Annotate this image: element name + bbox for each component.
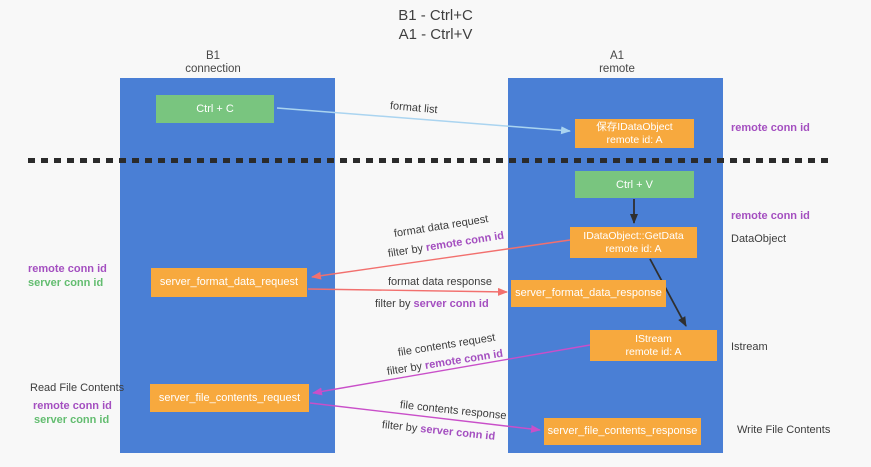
filter-by-text: filter by — [386, 360, 426, 378]
server-format-data-request-box: server_format_data_request — [151, 268, 307, 297]
right-remote-conn-id-top: remote conn id — [731, 122, 810, 134]
server-conn-id-text: server conn id — [419, 423, 496, 443]
format-list-label: format list — [389, 100, 439, 117]
right-column-name: A1 — [609, 50, 625, 62]
format-data-response-filter-label: filter by server conn id — [375, 298, 489, 310]
diagram-title: B1 - Ctrl+C A1 - Ctrl+V — [0, 6, 871, 44]
right-istream-label: Istream — [731, 341, 768, 353]
filter-by-text: filter by — [375, 298, 414, 310]
ctrl-c-box: Ctrl + C — [156, 95, 274, 123]
file-contents-response-filter-label: filter by server conn id — [381, 419, 495, 443]
save-dataobject-box: 保存IDataObject remote id: A — [575, 119, 694, 148]
left-column-role: connection — [185, 63, 241, 75]
phase-divider-dashed-line — [28, 158, 830, 163]
left-remote-conn-id-2: remote conn id — [33, 400, 112, 412]
save-dataobject-line2: remote id: A — [606, 133, 663, 146]
left-server-conn-id-1: server conn id — [28, 277, 104, 289]
left-server-conn-id-2: server conn id — [34, 414, 110, 426]
format-data-response-label: format data response — [388, 276, 492, 288]
server-format-data-response-box: server_format_data_response — [511, 280, 666, 307]
getdata-line2: remote id: A — [605, 242, 662, 255]
server-file-contents-response-box: server_file_contents_response — [544, 418, 701, 445]
title-line-1: B1 - Ctrl+C — [398, 7, 473, 24]
left-read-file-contents-label: Read File Contents — [30, 382, 125, 394]
right-column-header: A1 remote — [557, 50, 677, 76]
arrow-format-data-response — [307, 287, 508, 296]
left-column-header: B1 connection — [153, 50, 273, 76]
server-format-data-request-label: server_format_data_request — [159, 276, 299, 289]
right-column-role: remote — [599, 63, 635, 75]
right-write-file-contents-label: Write File Contents — [737, 424, 831, 436]
server-file-contents-request-label: server_file_contents_request — [158, 391, 301, 404]
title-line-2: A1 - Ctrl+V — [398, 26, 473, 43]
left-column-name: B1 — [205, 50, 221, 62]
left-remote-conn-id-1: remote conn id — [28, 263, 107, 275]
istream-line2: remote id: A — [625, 345, 682, 358]
filter-by-text: filter by — [387, 242, 427, 260]
file-contents-response-label: file contents response — [399, 399, 508, 423]
server-file-contents-response-label: server_file_contents_response — [547, 425, 698, 438]
server-conn-id-text: server conn id — [413, 298, 489, 310]
right-dataobject-label: DataObject — [731, 233, 787, 245]
server-file-contents-request-box: server_file_contents_request — [150, 384, 309, 412]
getdata-line1: IDataObject::GetData — [583, 230, 684, 242]
remote-conn-id-text: remote conn id — [425, 229, 505, 254]
ctrl-c-label: Ctrl + C — [196, 103, 234, 115]
istream-line1: IStream — [635, 333, 672, 345]
istream-box: IStream remote id: A — [590, 330, 717, 361]
save-dataobject-line1: 保存IDataObject — [596, 121, 673, 133]
filter-by-text: filter by — [381, 419, 421, 435]
server-format-data-response-label: server_format_data_response — [515, 287, 662, 300]
ctrl-v-box: Ctrl + V — [575, 171, 694, 198]
getdata-box: IDataObject::GetData remote id: A — [570, 227, 697, 258]
right-remote-conn-id-mid: remote conn id — [731, 210, 810, 222]
ctrl-v-label: Ctrl + V — [616, 178, 653, 191]
